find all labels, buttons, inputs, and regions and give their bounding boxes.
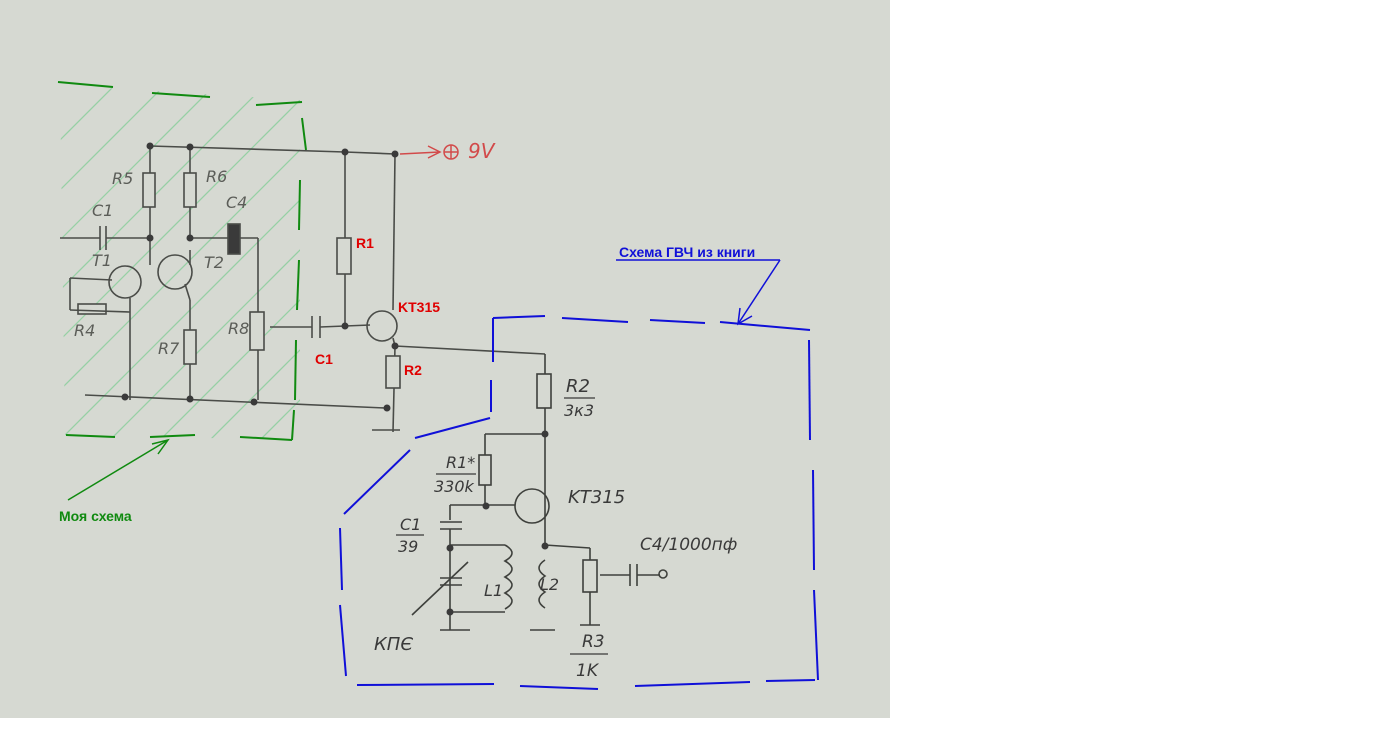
left-r5-label: R5 (112, 169, 133, 188)
c1-label: C1 (315, 351, 333, 367)
book-r1-value: 330k (434, 477, 475, 496)
left-t2-label: T2 (204, 253, 224, 272)
book-l1-label: L1 (484, 581, 503, 600)
r2-label: R2 (404, 362, 422, 378)
left-c1-label: C1 (92, 201, 113, 220)
book-scheme-border (339, 315, 819, 690)
left-c4-label: C4 (226, 193, 247, 212)
book-r1-name: R1* (446, 453, 475, 472)
book-c4-label: C4/1000пф (640, 535, 737, 555)
book-scheme-arrow (616, 259, 781, 326)
book-r3-value: 1K (576, 661, 600, 681)
supply-label: 9V (468, 139, 496, 163)
r1-label: R1 (356, 235, 374, 251)
book-r3-name: R3 (582, 632, 605, 652)
left-r4-label: R4 (74, 321, 95, 340)
book-kt315-label: KT315 (568, 487, 625, 508)
top-junctions (341, 148, 399, 412)
left-r6-label: R6 (206, 167, 227, 186)
book-r2-name: R2 (566, 376, 590, 397)
my-scheme-border (57, 81, 307, 441)
circuit-drawing: R5 R6 C1 C4 T1 T2 R4 R7 R8 9V R1 KT315 C… (57, 81, 819, 690)
left-circuit (60, 145, 386, 409)
left-t1-label: T1 (92, 251, 112, 270)
my-scheme-arrow (67, 438, 170, 501)
book-l2-label: L2 (540, 575, 559, 594)
book-junctions (446, 430, 549, 616)
left-junctions (121, 142, 258, 406)
paper-background (0, 0, 890, 718)
book-circuit (411, 354, 668, 631)
top-circuit (270, 151, 546, 433)
book-c1-value: 39 (398, 537, 418, 556)
book-kpe-label: КПЄ (374, 634, 413, 655)
my-scheme-caption: Моя схема (59, 508, 132, 524)
book-c1-name: C1 (400, 515, 421, 534)
hatched-area (60, 85, 300, 440)
kt315-label: KT315 (398, 299, 440, 315)
book-r2-value: 3к3 (564, 401, 594, 420)
book-scheme-caption: Схема ГВЧ из книги (619, 244, 755, 260)
left-r7-label: R7 (158, 339, 180, 358)
supply-arrow (399, 144, 459, 160)
left-r8-label: R8 (228, 319, 249, 338)
